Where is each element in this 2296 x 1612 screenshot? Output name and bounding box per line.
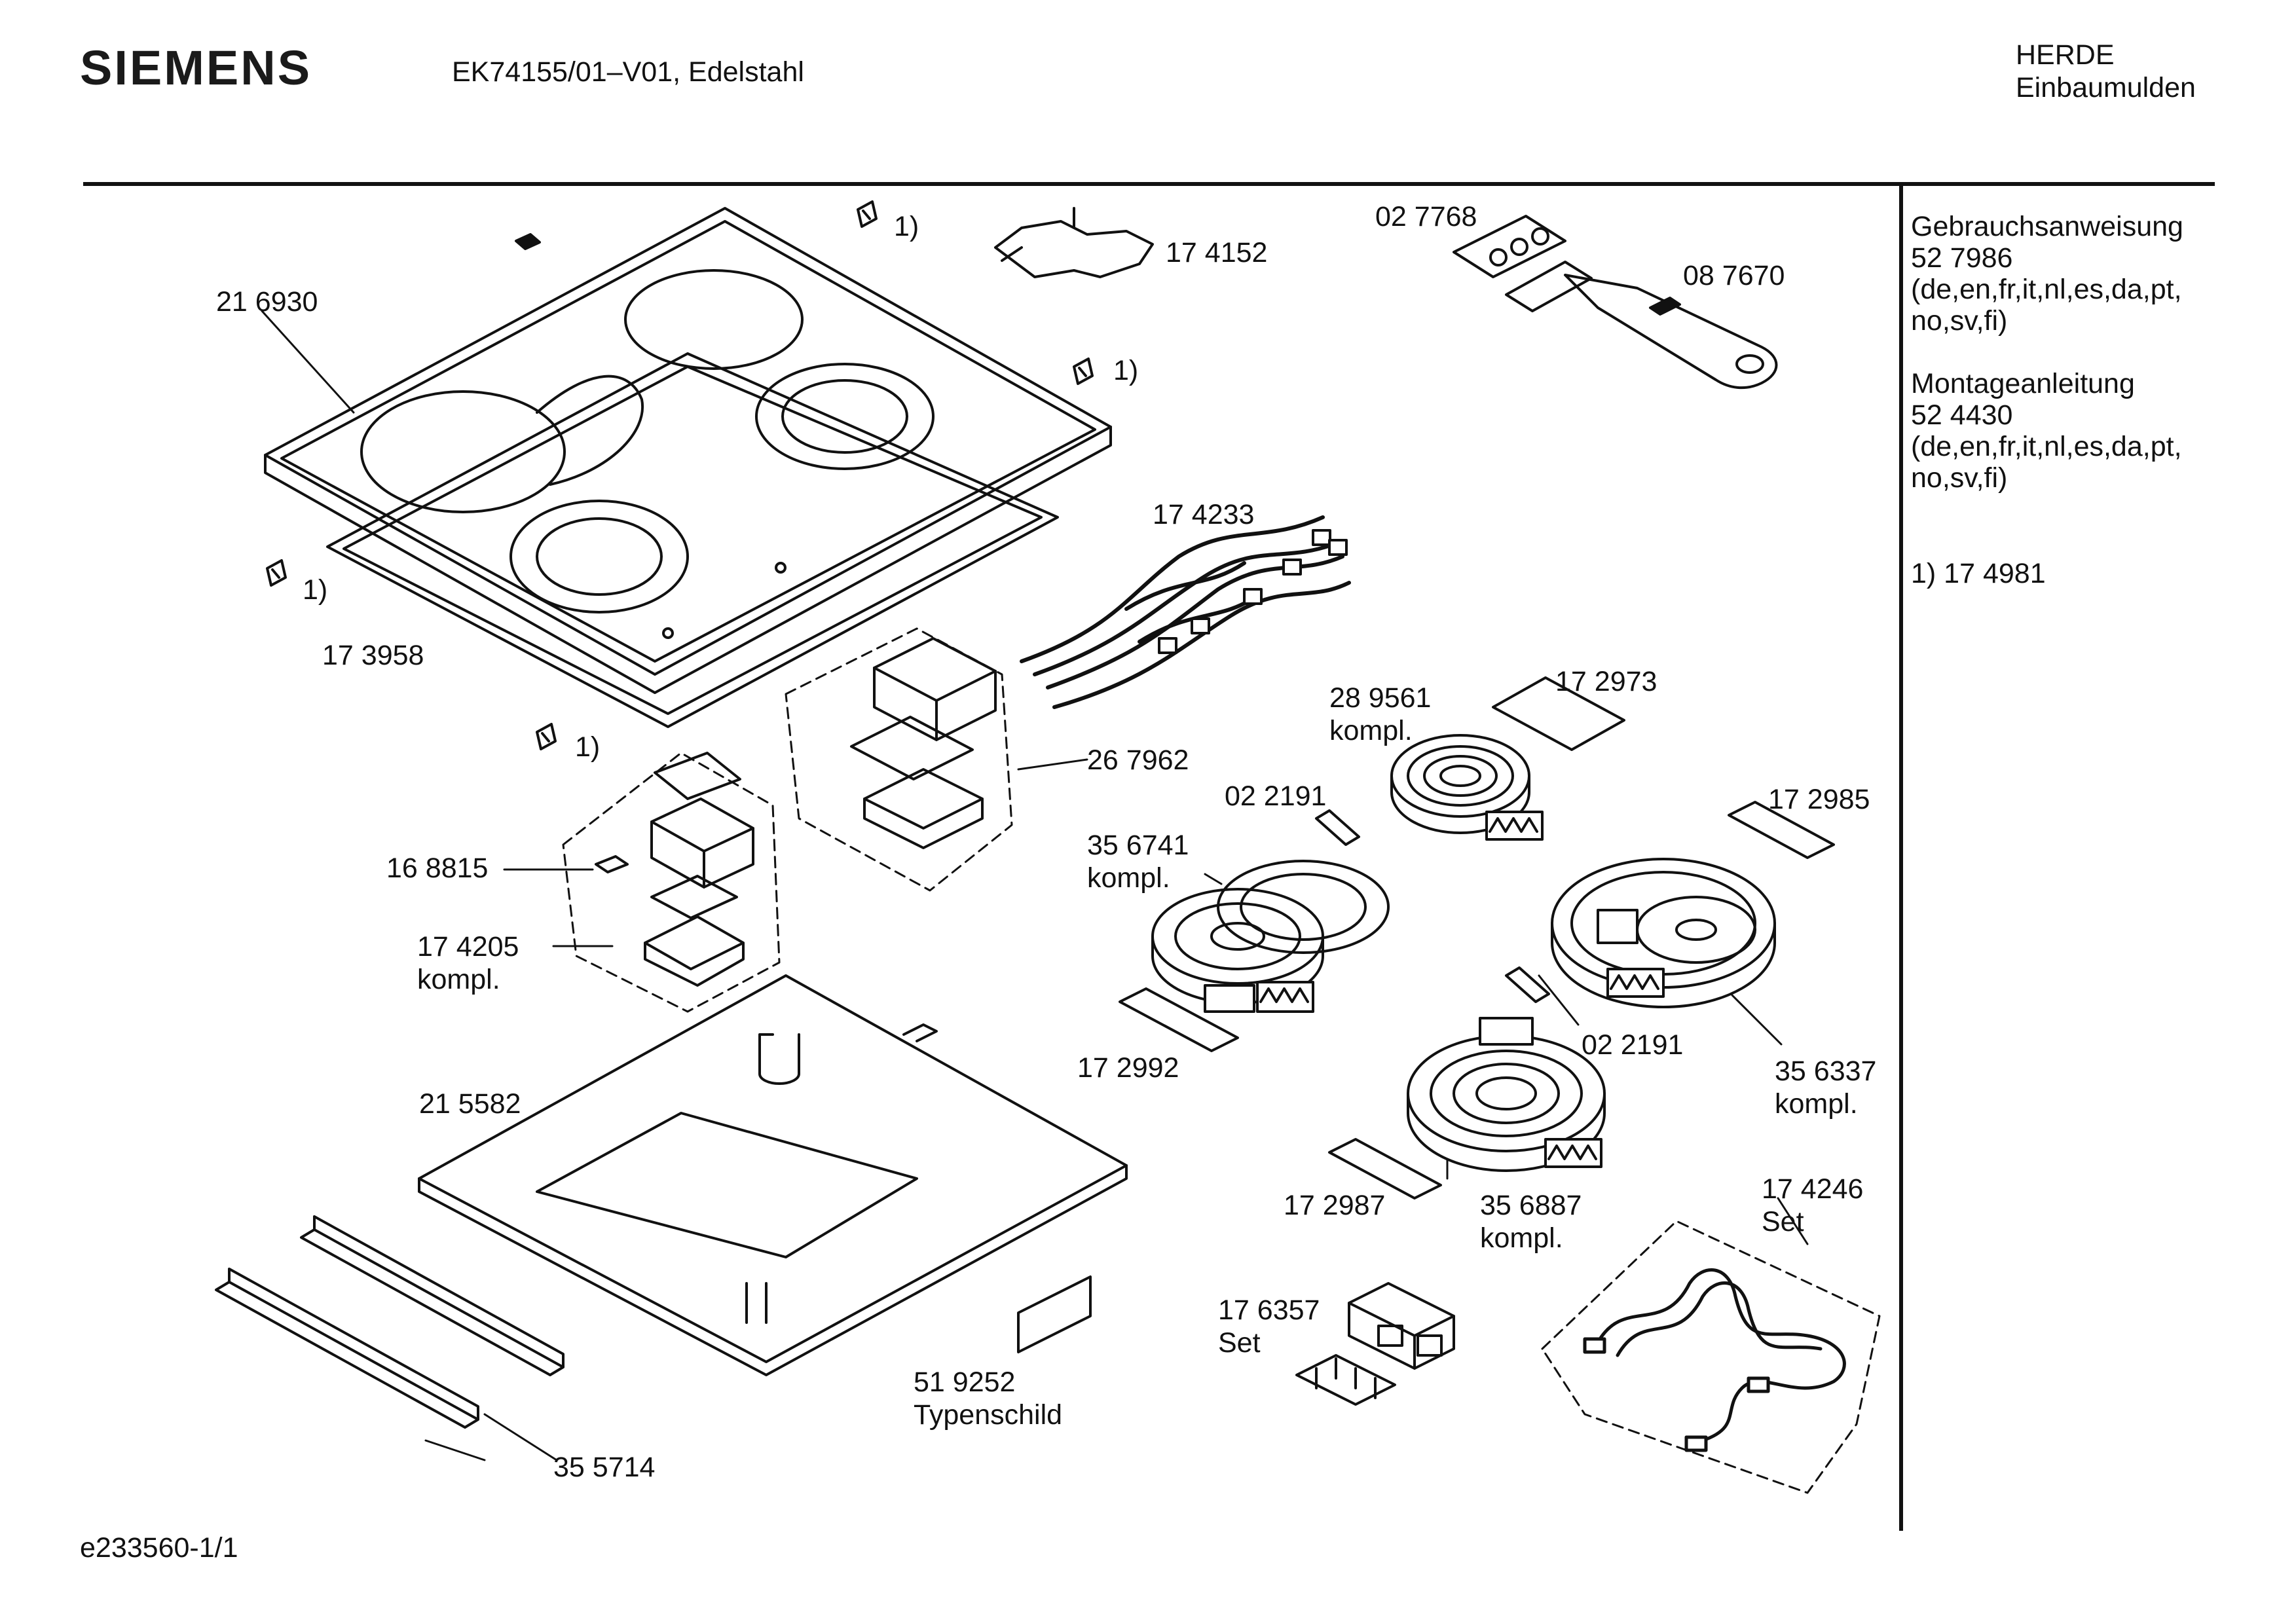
part-number-label: 51 9252 — [914, 1366, 1015, 1398]
manual-languages: no,sv,fi) — [1911, 462, 2008, 494]
scraper-tool — [1505, 261, 1778, 390]
part-number-label: 17 4205 — [417, 931, 519, 962]
heating-element — [1551, 858, 1776, 1008]
manual-number: 52 7986 — [1911, 242, 2013, 274]
mounting-rail — [215, 1215, 565, 1429]
part-number-label: 35 6741 — [1087, 830, 1189, 861]
clip-part — [536, 723, 557, 750]
footnote-mark: 1) — [303, 574, 327, 606]
part-number-label: 26 7962 — [1087, 744, 1189, 776]
part-number-label: 02 2191 — [1225, 780, 1326, 812]
group-outline — [1541, 1220, 1881, 1494]
part-qualifier-label: kompl. — [1087, 862, 1170, 894]
leader-lines — [261, 310, 1809, 1461]
part-qualifier-label: kompl. — [417, 964, 500, 995]
exploded-view-drawing: 21 6930 17 4152 02 7768 08 7670 17 4233 17 39… — [215, 200, 1881, 1494]
drawing-id: e233560-1/1 — [80, 1532, 238, 1564]
part-number-label: 17 4246 — [1762, 1173, 1863, 1205]
part-number-label: 28 9561 — [1329, 682, 1431, 714]
subcategory-label: Einbaumulden — [2016, 72, 2196, 103]
clamp-bracket — [1119, 987, 1239, 1052]
cable-set — [1583, 1268, 1846, 1452]
terminal-connector-set — [1295, 1282, 1455, 1406]
footnote-mark: 1) — [1113, 355, 1138, 386]
clip-part — [266, 559, 287, 587]
category-label: HERDE — [2016, 39, 2115, 71]
group-outline — [785, 627, 1013, 892]
part-qualifier-label: kompl. — [1480, 1222, 1563, 1254]
clamp-bracket — [1492, 676, 1625, 751]
bracket-part — [994, 207, 1154, 278]
rating-plate — [1017, 1275, 1092, 1353]
part-number-label: 21 6930 — [216, 286, 318, 318]
manual-title: Montageanleitung — [1911, 368, 2135, 399]
part-number-label: 35 6887 — [1480, 1190, 1582, 1221]
part-number-label: 16 8815 — [386, 852, 488, 884]
heating-element — [1390, 734, 1544, 841]
manual-languages: no,sv,fi) — [1911, 305, 2008, 337]
model-title: EK74155/01–V01, Edelstahl — [452, 56, 804, 88]
manual-title: Gebrauchsanweisung — [1911, 211, 2183, 242]
part-number-label: 02 7768 — [1375, 201, 1477, 232]
part-number-label: 35 6337 — [1775, 1055, 1876, 1087]
manual-languages: (de,en,fr,it,nl,es,da,pt, — [1911, 274, 2182, 305]
part-qualifier-label: kompl. — [1329, 715, 1413, 746]
part-number-label: 17 4152 — [1166, 237, 1267, 268]
cable-harness — [1020, 515, 1351, 709]
group-outline — [562, 752, 781, 1013]
part-number-label: 17 2973 — [1555, 666, 1657, 697]
part-number-label: 21 5582 — [419, 1088, 521, 1120]
clip-part — [1073, 357, 1094, 385]
part-number-label: 17 2992 — [1077, 1052, 1179, 1084]
cooktop-glass-plate — [264, 207, 1112, 694]
part-number-label: 17 3958 — [322, 640, 424, 671]
heating-element — [1407, 1017, 1606, 1172]
part-qualifier-label: Typenschild — [914, 1399, 1062, 1431]
part-number-label: 17 2987 — [1284, 1190, 1385, 1221]
part-qualifier-label: Set — [1762, 1206, 1804, 1237]
cable-connectors — [1158, 529, 1348, 654]
manual-languages: (de,en,fr,it,nl,es,da,pt, — [1911, 431, 2182, 462]
footnote-text: 1) 17 4981 — [1911, 558, 2046, 589]
part-qualifier-label: Set — [1218, 1327, 1261, 1359]
sidebar-divider — [1899, 182, 1903, 1531]
manual-number: 52 4430 — [1911, 399, 2013, 431]
part-number-label: 08 7670 — [1683, 260, 1785, 291]
footnote-mark: 1) — [575, 731, 600, 763]
part-number-label: 17 6357 — [1218, 1294, 1320, 1326]
heating-element — [1151, 860, 1390, 1013]
part-number-label: 17 2985 — [1768, 784, 1870, 815]
base-tray — [418, 974, 1128, 1376]
control-module — [850, 637, 997, 849]
clamp-bracket — [1328, 1138, 1442, 1200]
sensor-plate — [1453, 215, 1566, 278]
spring-clip — [1315, 809, 1360, 846]
part-number-label: 02 2191 — [1582, 1029, 1683, 1061]
clip-part — [857, 200, 878, 228]
part-number-label: 17 4233 — [1153, 499, 1254, 530]
small-board-part — [595, 855, 629, 873]
part-number-label: 35 5714 — [553, 1452, 655, 1483]
clip-part — [515, 233, 541, 250]
brand-logo: SIEMENS — [80, 41, 312, 95]
header-divider — [83, 182, 2215, 186]
footnote-mark: 1) — [894, 211, 919, 242]
cooktop-seal — [326, 352, 1059, 728]
part-labels: 21 6930 17 4152 02 7768 08 7670 17 4233 17 39… — [216, 201, 1876, 1483]
clamp-bracket — [1728, 801, 1835, 859]
spring-clip — [1505, 966, 1550, 1003]
control-module — [644, 752, 754, 987]
part-qualifier-label: kompl. — [1775, 1088, 1858, 1120]
